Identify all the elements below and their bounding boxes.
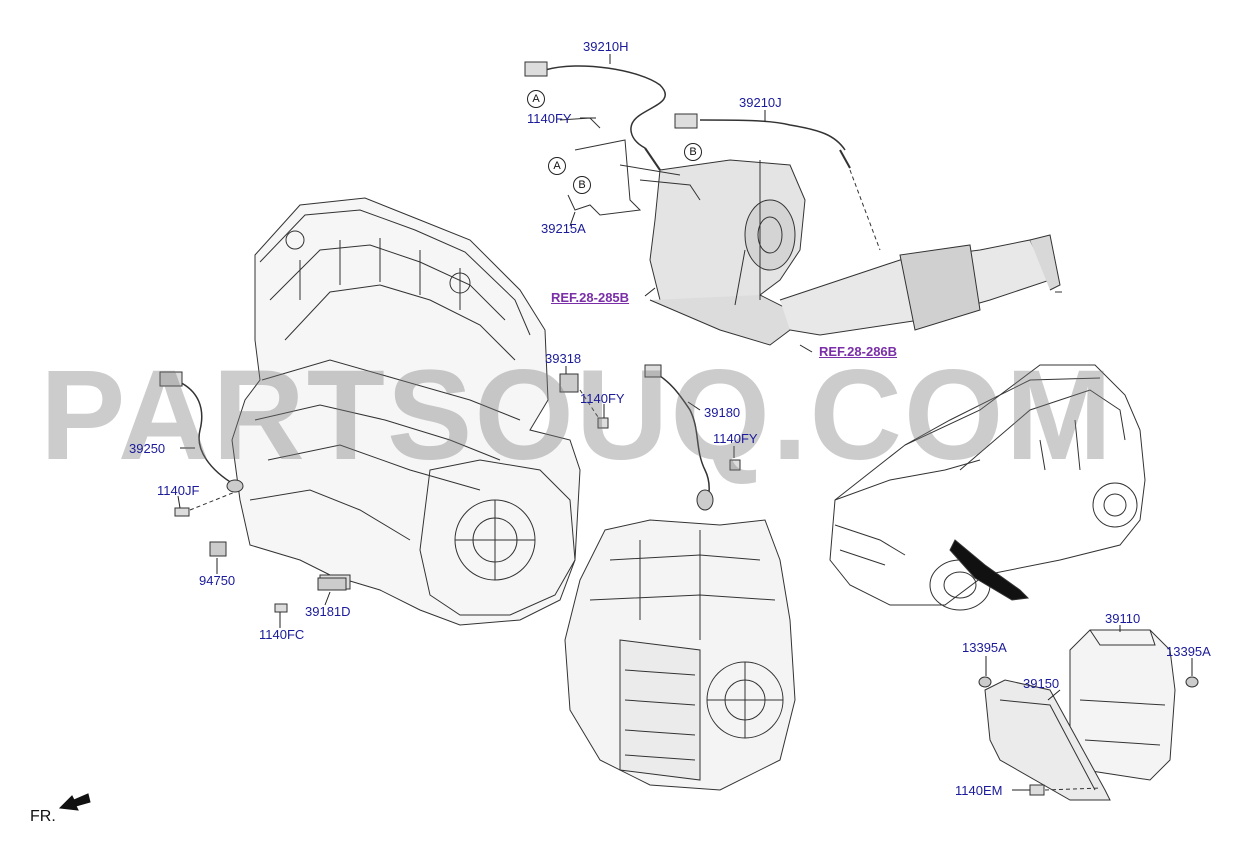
part-label-39110[interactable]: 39110 [1105,611,1141,626]
exhaust-manifold-illustration [619,159,1062,346]
part-label-1140em[interactable]: 1140EM [955,783,1003,798]
part-label-1140fy-low[interactable]: 1140FY [713,431,758,446]
connector-a-low: A [548,157,566,175]
engine-block-illustration [231,197,581,626]
part-label-39150[interactable]: 39150 [1023,676,1060,691]
connector-b-top: B [684,143,702,161]
part-label-39180[interactable]: 39180 [704,405,741,420]
front-direction-arrow-icon [58,793,91,811]
vehicle-illustration [829,364,1146,611]
ecu-illustration [978,629,1199,801]
part-label-1140fy-top[interactable]: 1140FY [527,111,572,126]
part-label-39181d[interactable]: 39181D [305,604,351,619]
sensor-wiring-illustration [159,61,881,613]
part-label-39250[interactable]: 39250 [129,441,166,456]
part-label-13395a-right[interactable]: 13395A [1166,644,1211,659]
transmission-illustration [564,519,796,791]
part-label-39215a[interactable]: 39215A [541,221,586,236]
part-label-1140fc[interactable]: 1140FC [259,627,305,642]
part-label-1140jf[interactable]: 1140JF [157,483,200,498]
connector-b-low: B [573,176,591,194]
part-label-1140fy-mid[interactable]: 1140FY [580,391,625,406]
part-label-39210h[interactable]: 39210H [583,39,629,54]
part-label-39210j[interactable]: 39210J [739,95,782,110]
connector-a-top: A [527,90,545,108]
part-label-94750[interactable]: 94750 [199,573,236,588]
part-label-13395a-left[interactable]: 13395A [962,640,1007,655]
reference-link-28-286b[interactable]: REF.28-286B [819,344,898,359]
part-label-39318[interactable]: 39318 [545,351,582,366]
reference-link-28-285b[interactable]: REF.28-285B [551,290,630,305]
front-direction-label: FR. [30,808,56,825]
leader-lines [177,54,1193,791]
